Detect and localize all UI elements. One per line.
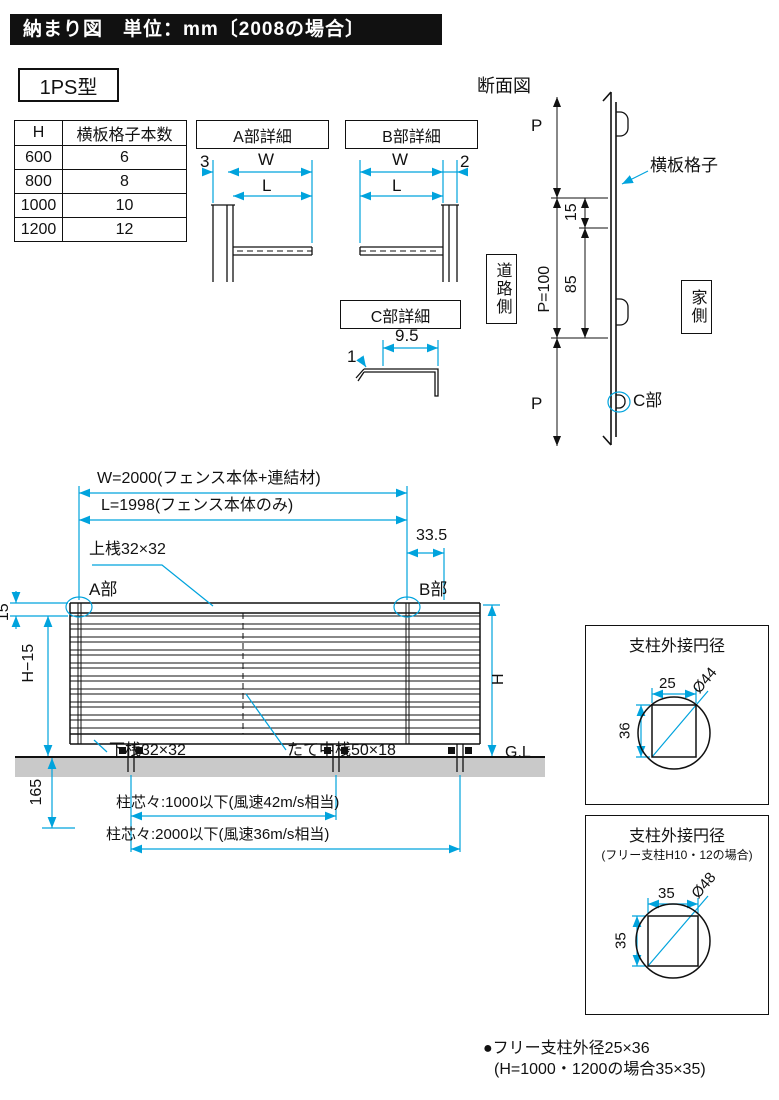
slat-callout: 横板格子 <box>650 156 718 175</box>
dim-15-left: 15 <box>0 603 12 622</box>
mid-rail-callout: たて中桟50×18 <box>287 742 396 759</box>
dim-35-left: 35 <box>612 932 630 949</box>
post-circle-free-title-main: 支柱外接円径 <box>628 828 725 845</box>
dim-depth-c: 9.5 <box>395 326 419 345</box>
dim-l1998: L=1998(フェンス本体のみ) <box>101 497 294 514</box>
dim-gap-a: 3 <box>200 152 210 171</box>
dim-36: 36 <box>616 722 634 739</box>
post-circle-box-free: 支柱外接円径 (フリー支柱H10・12の場合) <box>585 815 769 1015</box>
dim-p-total: P=100 <box>535 265 553 313</box>
detail-b-title: B部詳細 <box>345 120 478 149</box>
house-side-label: 家側 <box>681 280 712 334</box>
cell-count: 8 <box>62 169 187 194</box>
road-side-label: 道路側 <box>486 254 517 324</box>
c-part-ref: C部 <box>633 391 663 410</box>
cell-h: 800 <box>14 169 63 194</box>
dim-w-b: W <box>392 150 409 169</box>
post-circle-free-title: 支柱外接円径 (フリー支柱H10・12の場合) <box>601 822 752 863</box>
post-feet <box>119 747 472 754</box>
post-circle-free-subtitle: (フリー支柱H10・12の場合) <box>601 848 753 862</box>
a-part-ref: A部 <box>89 580 118 599</box>
footnote-line2: (H=1000・1200の場合35×35) <box>494 1061 706 1078</box>
dim-gap-b: 2 <box>460 152 470 171</box>
dim-p-top: P <box>531 116 543 135</box>
dim-h: H <box>489 673 507 685</box>
cell-count: 12 <box>62 217 187 242</box>
post-span-1000: 柱芯々:1000以下(風速42m/s相当) <box>116 794 340 811</box>
dim-thickness-c: 1 <box>347 347 357 366</box>
dim-25: 25 <box>659 675 676 692</box>
cell-h: 1200 <box>14 217 63 242</box>
detail-c-title: C部詳細 <box>340 300 461 329</box>
dim-15-section: 15 <box>562 203 580 222</box>
cell-count: 6 <box>62 145 187 170</box>
top-rail-callout: 上桟32×32 <box>89 541 166 558</box>
post-circle-std-title: 支柱外接円径 <box>628 638 725 655</box>
bottom-rail-callout: 下桟32×32 <box>109 742 186 759</box>
page-title: 納まり図 単位：mm〔2008の場合〕 <box>10 14 442 45</box>
col-header-h: H <box>14 120 63 146</box>
dim-w2000: W=2000(フェンス本体+連結材) <box>97 470 321 487</box>
detail-a-title: A部詳細 <box>196 120 329 149</box>
ground-level-label: G.L <box>505 744 531 761</box>
cyan-linework <box>10 160 709 967</box>
model-type-label: 1PS型 <box>18 68 119 102</box>
b-part-ref: B部 <box>419 580 448 599</box>
dim-85-section: 85 <box>562 275 580 294</box>
dim-33-5: 33.5 <box>416 527 448 544</box>
cell-h: 1000 <box>14 193 63 218</box>
cell-count: 10 <box>62 193 187 218</box>
table-header-row: H 横板格子本数 <box>14 120 187 146</box>
dim-p-bottom: P <box>531 394 543 413</box>
post-span-2000: 柱芯々:2000以下(風速36m/s相当) <box>106 826 330 843</box>
dim-165: 165 <box>27 778 45 806</box>
footnote-line1: ●フリー支柱外径25×36 <box>483 1040 650 1057</box>
col-header-count: 横板格子本数 <box>62 120 187 146</box>
section-title: 断面図 <box>477 76 531 96</box>
dim-35-top: 35 <box>658 885 675 902</box>
post-section-shapes <box>635 696 711 979</box>
dim-w-a: W <box>258 150 275 169</box>
section-dimensions <box>551 97 608 446</box>
dim-l-a: L <box>262 176 272 195</box>
post-circle-box-std: 支柱外接円径 <box>585 625 769 805</box>
dim-h-minus-15: H−15 <box>19 643 37 683</box>
ground-hatch <box>15 756 545 777</box>
cell-h: 600 <box>14 145 63 170</box>
dim-l-b: L <box>392 176 402 195</box>
